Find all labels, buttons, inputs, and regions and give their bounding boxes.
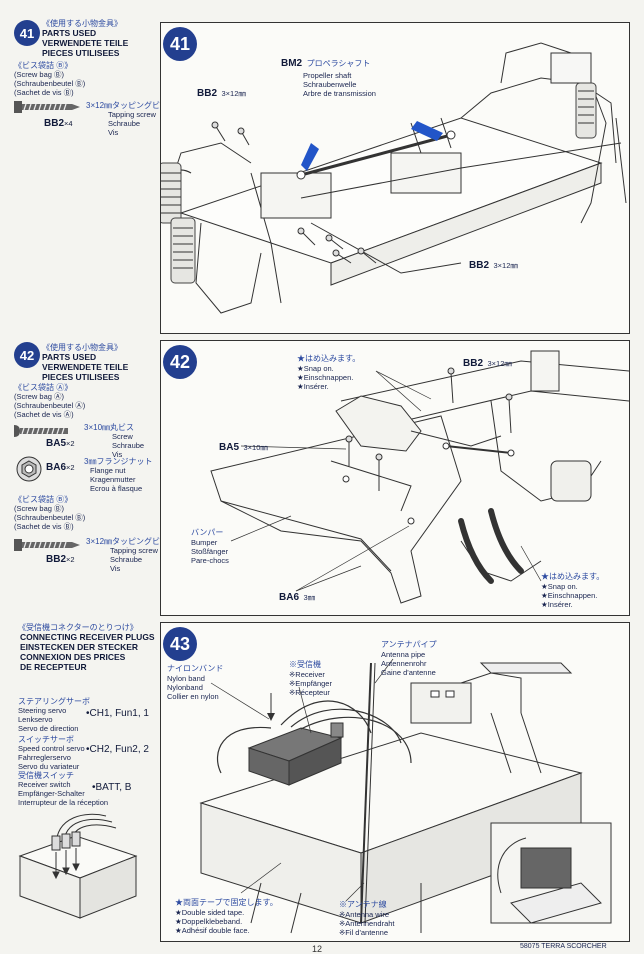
receiver-plugs-drawing — [18, 813, 138, 919]
s43-title-jp: 《受信機コネクターのとりつけ》 — [18, 623, 138, 632]
bumper-drawing — [210, 350, 629, 604]
s42-bb2-code: BB2×2 — [46, 554, 75, 565]
page-number: 12 — [312, 944, 323, 954]
antenna-pipe-label: アンテナパイプ Antenna pipe Antennenrohr Gaine … — [381, 640, 437, 677]
receiver-switch-jp: 受信機スイッチ — [18, 771, 74, 780]
s42-bag-a: (Screw bag Ⓐ) (Schraubenbeutel Ⓐ) (Sache… — [14, 392, 86, 419]
speed-servo: Speed control servo Fahrreglerservo Serv… — [18, 744, 85, 771]
bb2-top-label: BB2 3×12㎜ — [197, 88, 246, 99]
s42-ba5-code: BA5×2 — [46, 438, 75, 449]
steering-servo: Steering servo Lenkservo Servo de direct… — [18, 706, 79, 733]
bb2-bottom-label: BB2 3×12㎜ — [469, 260, 518, 271]
s42-bag-b: (Screw bag Ⓑ) (Schraubenbeutel Ⓑ) (Sache… — [14, 504, 86, 531]
step-43-diagram-badge: 43 — [163, 627, 197, 661]
nylon-band-label: ナイロンバンド Nylon band Nylonband Collier en … — [167, 664, 224, 701]
s42-bb2-desc: Tapping screw Schraube Vis — [110, 546, 158, 573]
step-43-diagram: 43 ナイロンバンド Nylon band Nylonband Collier … — [160, 622, 630, 942]
tapping-screw-icon — [14, 101, 80, 113]
s42-ba5-desc: Screw Schraube Vis — [112, 432, 145, 459]
flange-nut-icon — [16, 456, 42, 482]
step-42-diagram: 42 ★はめ込みます。 ★Snap on. ★Einschnappen. ★In… — [160, 340, 630, 616]
s41-part-code: BB2×4 — [44, 118, 73, 129]
footer-model: 58075 TERRA SCORCHER — [520, 943, 607, 950]
s42-ba6-jp: 3㎜フランジナット — [84, 457, 153, 466]
s42-parts-title: PARTS USED VERWENDETE TEILE PIECES UTILI… — [42, 352, 129, 382]
step-41-diagram: 41 BM2 プロペラシャフト Propeller shaft Schraube… — [160, 22, 630, 334]
round-screw-icon — [14, 425, 68, 437]
step-42-diagram-badge: 42 — [163, 345, 197, 379]
snap-on-label: ★はめ込みます。 ★Snap on. ★Einschnappen. ★Insér… — [297, 354, 361, 391]
step-41-diagram-badge: 41 — [163, 27, 197, 61]
step-41-badge: 41 — [14, 20, 40, 46]
s42-bag-b-jp: 《ビス袋詰 Ⓑ》 — [14, 495, 73, 504]
s41-part-jp: 3×12㎜タッピングビス — [86, 101, 169, 110]
bumper-label: バンパー Bumper Stoßfänger Pare-chocs — [191, 528, 229, 565]
receiver-label: ※受信機 ※Receiver ※Empfänger ※Récepteur — [289, 660, 332, 697]
steering-channel: •CH1, Fun1, 1 — [86, 708, 149, 719]
s42-bag-a-jp: 《ビス袋詰 Ⓐ》 — [14, 383, 73, 392]
s41-parts-title-jp: 《使用する小物金具》 — [42, 19, 122, 28]
switch-channel: •BATT, B — [92, 782, 132, 793]
bb2-label: BB2 3×12㎜ — [463, 358, 512, 369]
s41-bag: (Screw bag Ⓑ) (Schraubenbeutel Ⓑ) (Sache… — [14, 70, 86, 97]
s43-title: CONNECTING RECEIVER PLUGS EINSTECKEN DER… — [20, 632, 155, 672]
ba5-label: BA5 3×10㎜ — [219, 442, 268, 453]
s42-ba6-desc: Flange nut Kragenmutter Ecrou à flasque — [90, 466, 143, 493]
speed-channel: •CH2, Fun2, 2 — [86, 744, 149, 755]
bm2-label: BM2 プロペラシャフト Propeller shaft Schraubenwe… — [281, 58, 376, 98]
s42-ba5-jp: 3×10㎜丸ビス — [84, 423, 135, 432]
s42-parts-title-jp: 《使用する小物金具》 — [42, 343, 122, 352]
steering-servo-jp: ステアリングサーボ — [18, 697, 90, 706]
antenna-wire-label: ※アンテナ線 ※Antenna wire ※Antennendraht ※Fil… — [339, 900, 395, 937]
s41-part-desc: Tapping screw Schraube Vis — [108, 110, 156, 137]
tapping-screw-icon — [14, 539, 80, 551]
receiver-switch: Receiver switch Empfänger-Schalter Inter… — [18, 780, 109, 807]
double-tape-label: ★両面テープで固定します。 ★Double sided tape. ★Doppe… — [175, 898, 278, 935]
s42-bb2-jp: 3×12㎜タッピングビス — [86, 537, 169, 546]
speed-servo-jp: スイッチサーボ — [18, 735, 74, 744]
s41-parts-title: PARTS USED VERWENDETE TEILE PIECES UTILI… — [42, 28, 129, 58]
s41-bag-jp: 《ビス袋詰 Ⓑ》 — [14, 61, 73, 70]
ba6-label: BA6 3㎜ — [279, 592, 316, 603]
chassis-drawing — [161, 42, 627, 314]
snap-on-label-2: ★はめ込みます。 ★Snap on. ★Einschnappen. ★Insér… — [541, 572, 605, 609]
receiver-install-drawing — [199, 658, 612, 934]
step-42-badge: 42 — [14, 342, 40, 368]
s42-ba6-code: BA6×2 — [46, 462, 75, 473]
